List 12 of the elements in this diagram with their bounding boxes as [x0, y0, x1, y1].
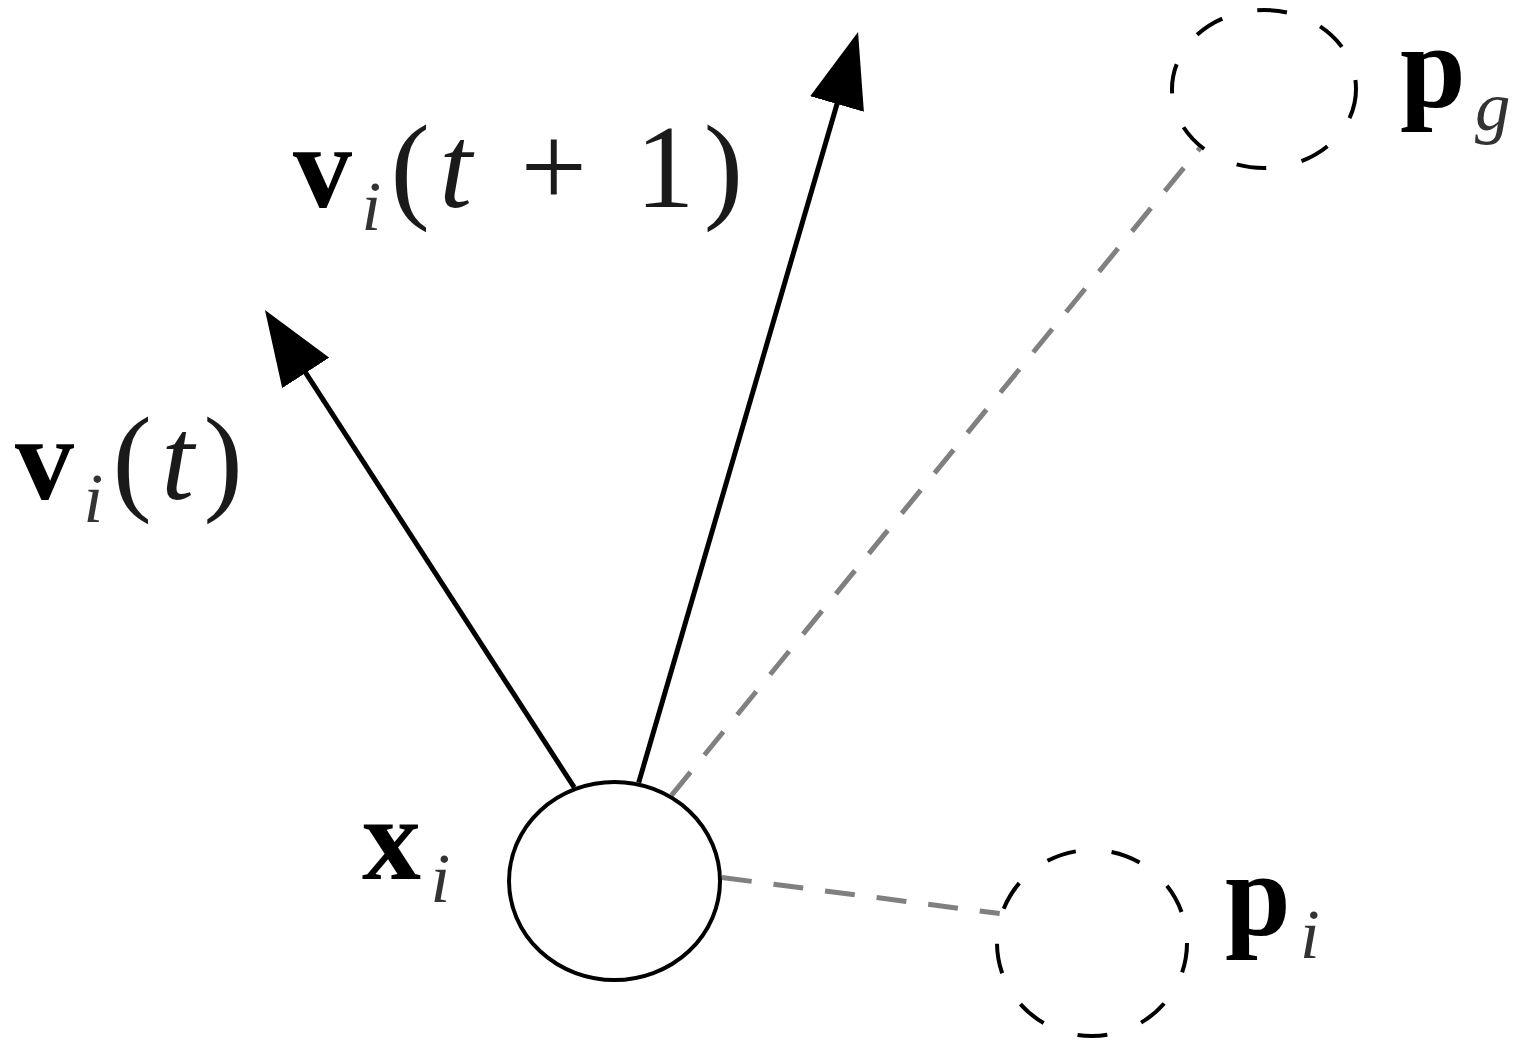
- circle: [507, 780, 722, 982]
- dashed-circle: [1170, 8, 1358, 170]
- dashed-line: [721, 875, 1000, 917]
- edge-label: v$_{i}$(t + 1): [292, 101, 754, 247]
- node-label: x$_{i}$: [361, 773, 461, 919]
- dashed-line: [669, 146, 1202, 797]
- dashed-circle: [995, 848, 1189, 1038]
- node-label: p$_{i}$: [1224, 829, 1331, 975]
- edge-label: v$_{i}$(t): [14, 393, 254, 539]
- node-label: p$_{g}$: [1399, 1, 1521, 147]
- arrow: [636, 32, 864, 784]
- arrow: [264, 310, 577, 789]
